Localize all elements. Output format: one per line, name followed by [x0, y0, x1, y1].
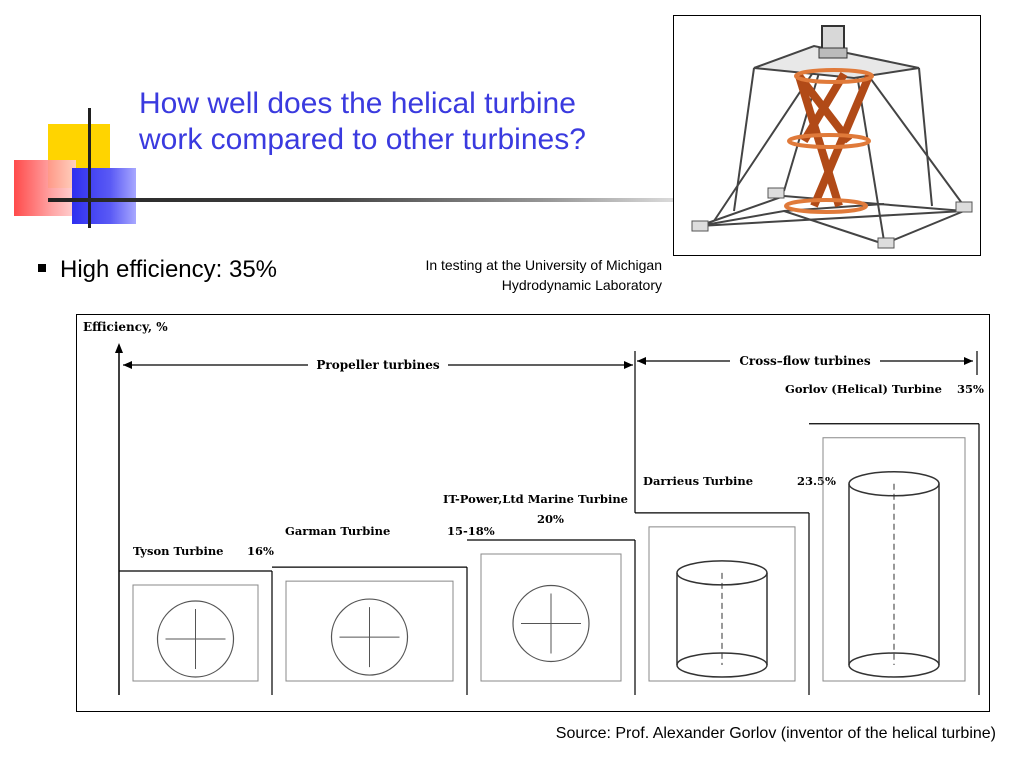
turbine-rotor-icon-3: [512, 584, 590, 663]
bar-value-4: 23.5%: [797, 474, 836, 488]
y-axis-arrow-icon: [115, 343, 123, 353]
decor-blue-square: [72, 168, 136, 224]
bar-value-3: 20%: [537, 512, 564, 526]
slide-title-line-2: work compared to other turbines?: [139, 123, 586, 156]
source-citation: Source: Prof. Alexander Gorlov (inventor…: [555, 725, 996, 742]
efficiency-chart-svg: Efficiency, % Tyson Turbine 16% Garman Turb…: [83, 320, 984, 695]
bullet-high-efficiency: High efficiency: 35%: [38, 256, 277, 284]
decor-vertical-line: [88, 108, 91, 228]
testing-note-line-2: Hydrodynamic Laboratory: [501, 277, 662, 293]
decor-red-square: [14, 160, 76, 216]
testing-note: In testing at the University of Michigan…: [350, 255, 662, 295]
group-label-2: Cross–flow turbines: [739, 354, 871, 368]
efficiency-chart: Efficiency, % Tyson Turbine 16% Garman Turb…: [76, 314, 990, 712]
turbine-sketch-frame-4: [648, 526, 796, 682]
turbine-sketch-frame-1: [132, 584, 259, 682]
bar-label-5: Gorlov (Helical) Turbine: [785, 382, 942, 396]
decor-title-underline: [48, 198, 678, 202]
turbine-rotor-icon-2: [330, 598, 409, 676]
y-axis-label: Efficiency, %: [83, 320, 168, 334]
bar-value-1: 16%: [247, 544, 274, 558]
bar-label-3: IT-Power,Ltd Marine Turbine: [443, 492, 628, 506]
group-label-bg-2: [730, 351, 880, 369]
bar-value-5: 35%: [957, 382, 984, 396]
turbine-sketch-frame-2: [285, 580, 454, 682]
bar-value-2: 15-18%: [447, 524, 495, 538]
slide-title: How well does the helical turbine work c…: [139, 86, 679, 158]
testing-note-line-1: In testing at the University of Michigan: [425, 257, 662, 273]
helical-turbine-drawing: [691, 25, 973, 249]
turbine-sketch-frame-5: [822, 437, 966, 682]
bullet-text: High efficiency: 35%: [60, 256, 278, 283]
bar-label-2: Garman Turbine: [285, 524, 390, 538]
bar-label-4: Darrieus Turbine: [643, 474, 753, 488]
helical-turbine-image: [673, 15, 981, 256]
group-arrow-left-icon-1: [123, 361, 132, 369]
group-arrow-left-icon-2: [637, 357, 646, 365]
turbine-sketch-frame-3: [480, 553, 622, 682]
group-arrow-right-icon-1: [624, 361, 633, 369]
bar-label-1: Tyson Turbine: [133, 544, 224, 558]
group-arrow-right-icon-2: [964, 357, 973, 365]
group-label-1: Propeller turbines: [316, 358, 440, 372]
slide-title-line-1: How well does the helical turbine: [139, 87, 576, 120]
group-label-bg-1: [308, 355, 448, 373]
turbine-rotor-icon-1: [156, 600, 235, 678]
bullet-square-icon: [38, 263, 46, 272]
